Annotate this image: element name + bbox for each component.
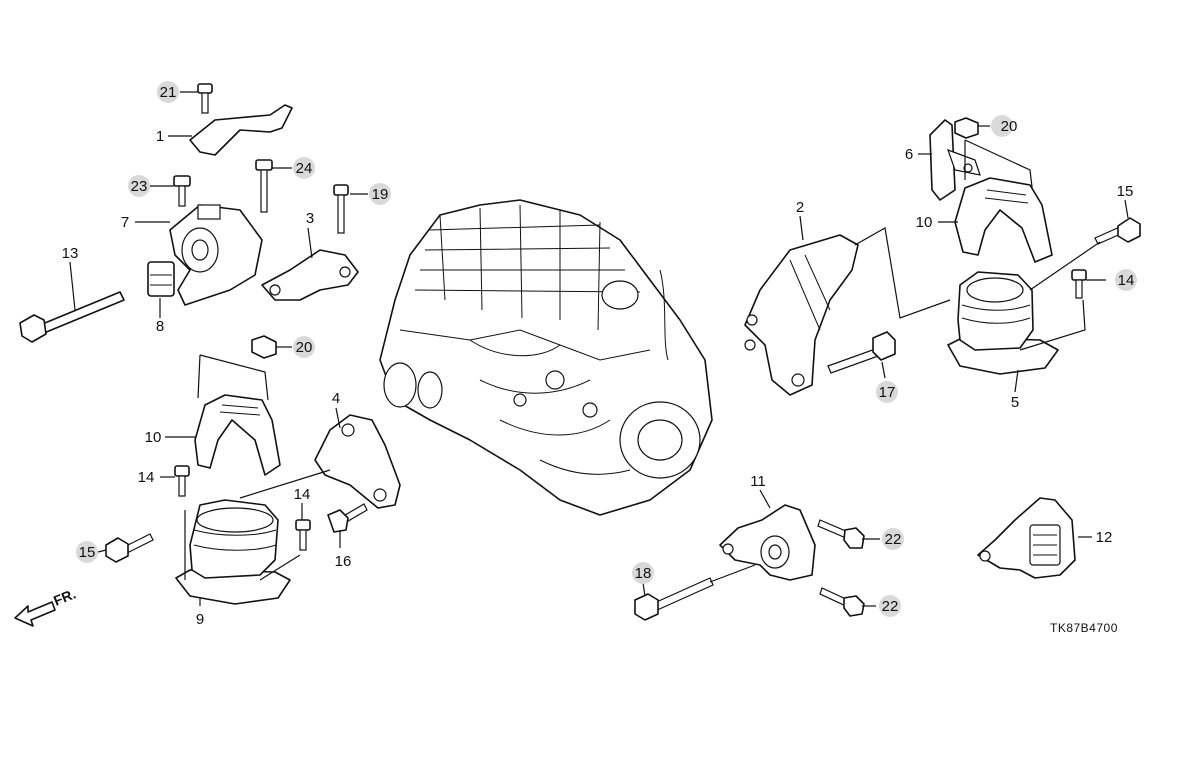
leader-2-link <box>854 227 951 319</box>
callout-16: 16 <box>335 553 352 570</box>
callout-7: 7 <box>121 214 129 231</box>
bracket-4 <box>314 414 401 509</box>
bolt-14-left <box>174 465 190 497</box>
stopper-8 <box>147 261 175 297</box>
bolt-22-top <box>817 519 865 549</box>
mount-7 <box>169 204 263 306</box>
bolt-19 <box>333 184 349 234</box>
mount-5 <box>947 271 1059 375</box>
callout-14-left: 14 <box>138 469 155 486</box>
callout-13: 13 <box>62 245 79 262</box>
callout-10-left: 10 <box>145 429 162 446</box>
bolt-13 <box>19 291 125 343</box>
bolt-15-left <box>105 533 154 563</box>
callout-12: 12 <box>1096 529 1113 546</box>
bolt-23 <box>173 175 191 207</box>
callout-11: 11 <box>750 473 766 490</box>
callout-8: 8 <box>156 318 164 335</box>
nut-20-left <box>251 335 277 359</box>
callout-6: 6 <box>905 146 913 163</box>
callout-5: 5 <box>1011 394 1019 411</box>
nut-20-right <box>954 117 979 139</box>
callout-15-right: 15 <box>1117 183 1134 200</box>
bolt-22-bottom <box>819 587 865 617</box>
bolt-15-right <box>1094 217 1141 245</box>
engine-assembly <box>379 199 713 516</box>
front-arrow-icon <box>14 601 56 627</box>
callout-22-bottom: 22 <box>882 598 899 615</box>
callout-24: 24 <box>296 160 313 177</box>
bolt-16 <box>327 503 368 533</box>
bolt-21 <box>197 83 213 114</box>
bracket-6 <box>929 119 981 201</box>
mount-9 <box>175 499 291 605</box>
bracket-10-left <box>194 394 281 476</box>
callout-badges <box>76 81 1137 617</box>
callout-14-mid: 14 <box>294 486 311 503</box>
callout-20-right: 20 <box>1001 118 1018 135</box>
callout-3: 3 <box>306 210 314 227</box>
callout-17: 17 <box>879 384 896 401</box>
callout-21: 21 <box>160 84 177 101</box>
callout-9: 9 <box>196 611 204 628</box>
bolt-14-mid <box>295 519 311 551</box>
callout-19: 19 <box>372 186 389 203</box>
callout-14-right: 14 <box>1118 272 1135 289</box>
stopper-12 <box>977 497 1076 579</box>
bracket-2 <box>744 234 859 396</box>
callout-10-right: 10 <box>916 214 933 231</box>
bracket-10-right <box>954 177 1053 263</box>
leader-11-bolt <box>709 564 756 583</box>
callout-4: 4 <box>332 390 340 407</box>
callout-2: 2 <box>796 199 804 216</box>
mount-11 <box>719 504 816 581</box>
callout-23: 23 <box>131 178 148 195</box>
bolt-14-right <box>1071 269 1087 299</box>
leader-9-bolts <box>184 469 331 581</box>
leader-lines <box>69 91 1129 607</box>
leader-10-left-bracket <box>197 354 269 401</box>
callout-numbers: 21 1 23 24 7 13 8 19 3 20 10 4 14 14 15 … <box>62 84 1135 628</box>
callout-1: 1 <box>156 128 164 145</box>
bracket-1 <box>189 104 293 156</box>
callout-18: 18 <box>635 565 652 582</box>
leader-5-bolts <box>1019 241 1101 351</box>
callout-20-left: 20 <box>296 339 313 356</box>
bracket-3 <box>261 249 359 301</box>
bolt-24 <box>255 159 273 213</box>
callout-22-top: 22 <box>885 531 902 548</box>
front-label: FR. <box>51 585 78 608</box>
bolt-17 <box>827 331 896 374</box>
diagram-code: TK87B4700 <box>1050 621 1118 635</box>
callout-15-left: 15 <box>79 544 96 561</box>
bolt-18 <box>634 577 714 621</box>
